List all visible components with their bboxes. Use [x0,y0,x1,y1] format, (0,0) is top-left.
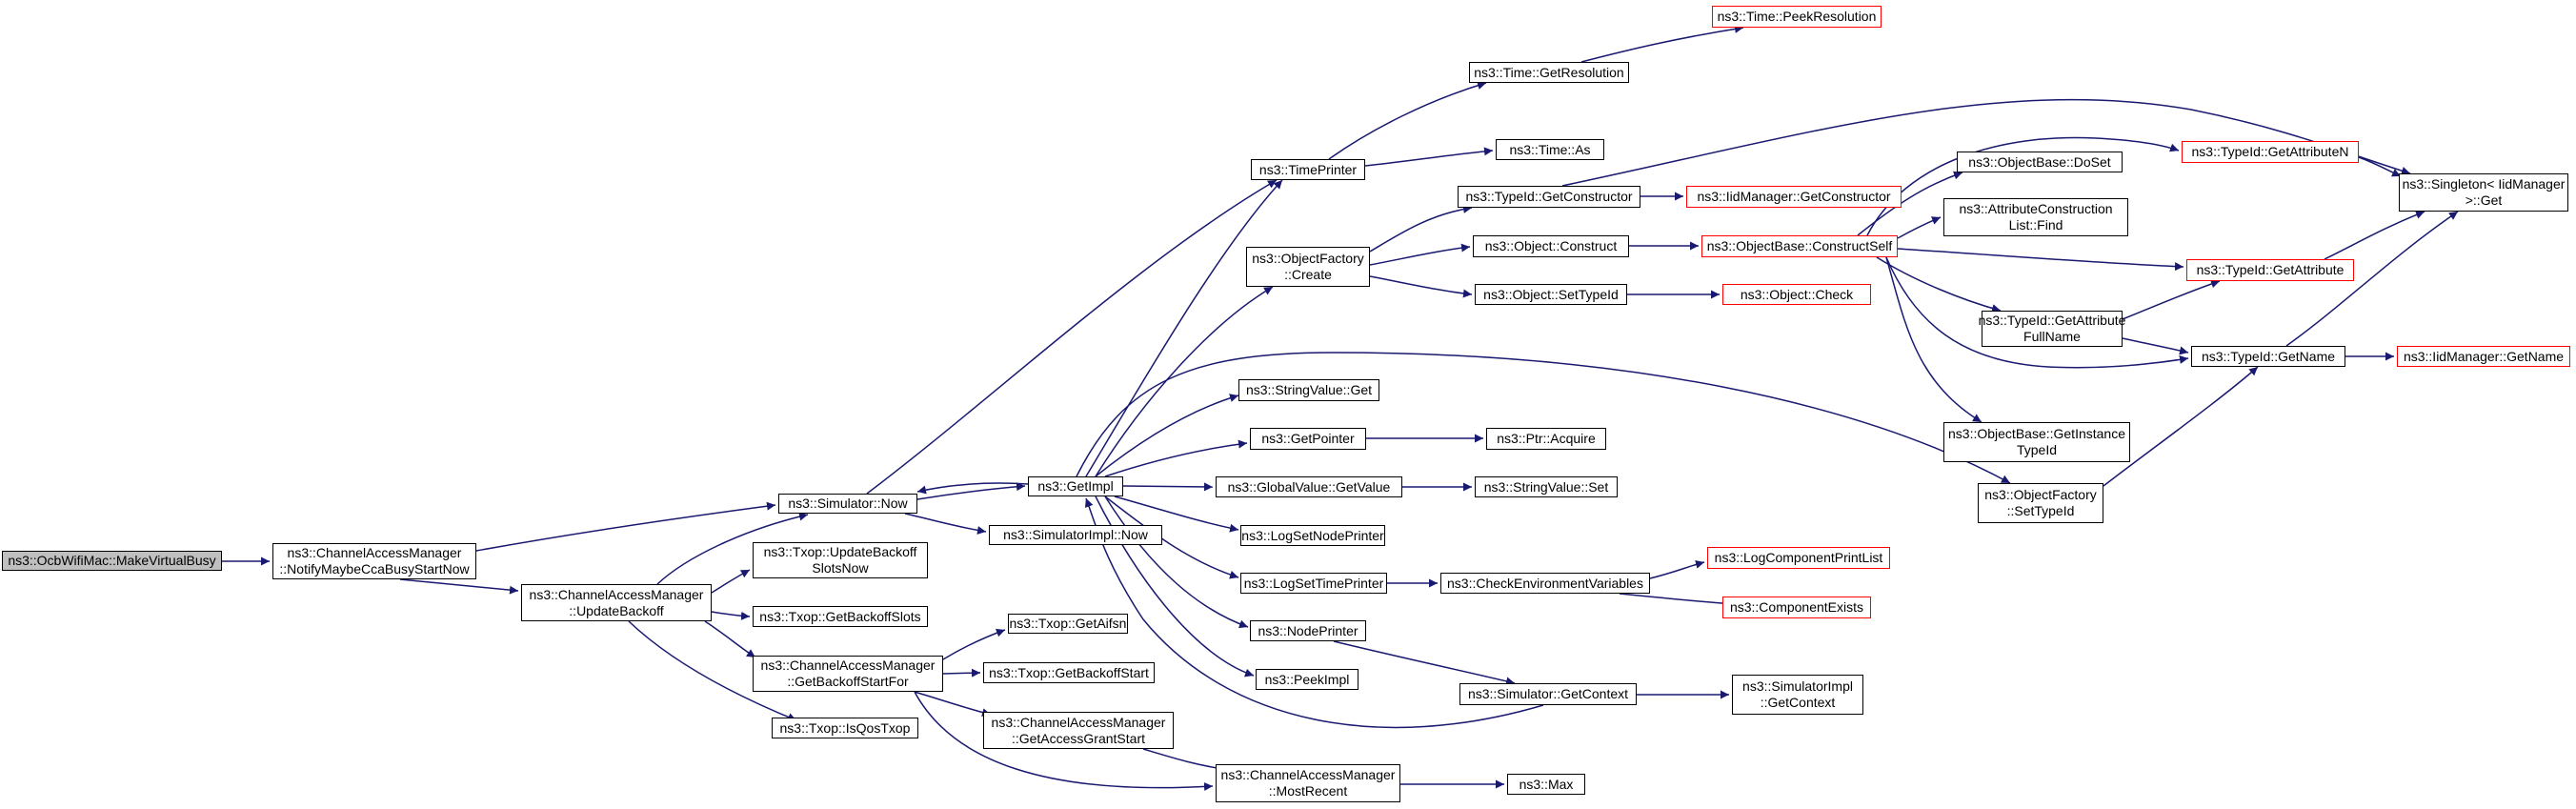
node-attribute-construction-list-find[interactable]: ns3::AttributeConstruction List::Find [1943,198,2128,236]
node-string-value-get[interactable]: ns3::StringValue::Get [1238,379,1379,401]
node-simulator-now[interactable]: ns3::Simulator::Now [778,494,917,514]
node-max[interactable]: ns3::Max [1507,774,1585,795]
edge-constructself-to-doset [1857,171,1963,236]
edge-getbackoffstartfor-to-getaccessgrant [914,691,992,718]
edge-checkenv-to-logcompprintlist [1649,559,1705,579]
node-typeid-get-constructor[interactable]: ns3::TypeId::GetConstructor [1458,186,1640,208]
edge-simnow-to-getimpl [916,482,1026,500]
edge-getimpl-to-nodeprinter [1104,496,1249,629]
edge-notify-to-updatebackoff [399,578,519,595]
node-txop-get-backoff-slots[interactable]: ns3::Txop::GetBackoffSlots [753,606,928,627]
node-time-printer[interactable]: ns3::TimePrinter [1251,159,1365,180]
edge-getattrfullname-to-getattr [2122,279,2221,320]
edge-notify-to-simnow [475,501,776,552]
node-time-peek-resolution[interactable]: ns3::Time::PeekResolution [1712,6,1882,28]
node-object-construct[interactable]: ns3::Object::Construct [1473,235,1629,257]
node-singleton-iidmanager-get[interactable]: ns3::Singleton< IidManager >::Get [2399,173,2568,212]
node-txop-is-qos-txop[interactable]: ns3::Txop::IsQosTxop [772,718,918,738]
node-simulator-get-context[interactable]: ns3::Simulator::GetContext [1459,683,1637,705]
node-make-virtual-busy: ns3::OcbWifiMac::MakeVirtualBusy [2,551,222,571]
edge-getimpl-to-logsetnodeprinter [1114,496,1239,533]
edge-objfactorycreate-to-objconstruct [1369,243,1471,266]
node-objectbase-doset[interactable]: ns3::ObjectBase::DoSet [1957,152,2123,172]
edge-getimpl-to-factorysettypeid [1076,352,2011,484]
node-txop-get-backoff-start[interactable]: ns3::Txop::GetBackoffStart [983,662,1155,683]
node-log-set-time-printer[interactable]: ns3::LogSetTimePrinter [1240,573,1387,594]
node-notify-maybe-cca-busy[interactable]: ns3::ChannelAccessManager ::NotifyMaybeC… [272,543,476,579]
node-simulator-impl-get-context[interactable]: ns3::SimulatorImpl ::GetContext [1732,675,1863,715]
node-object-factory-create[interactable]: ns3::ObjectFactory ::Create [1246,247,1370,287]
edge-getattr-to-singletonget [2324,211,2425,260]
edge-getimpl-to-logsettimeprinter [1104,496,1239,579]
edge-simnow-to-simimplnow [904,513,987,535]
edge-getimpl-to-globalvalueget [1122,482,1214,492]
edge-objfactorycreate-to-getconstructor [1369,204,1473,253]
node-iidmanager-get-name[interactable]: ns3::IidManager::GetName [2397,346,2570,367]
edge-timeprinter-to-timeas [1364,147,1494,167]
node-get-pointer[interactable]: ns3::GetPointer [1250,428,1366,450]
edge-getbackoffstartfor-to-mostrecent [914,691,1214,792]
edge-constructself-to-getattr [1897,248,2184,272]
node-time-get-resolution[interactable]: ns3::Time::GetResolution [1469,62,1629,83]
edge-constructself-to-getattrn [1866,136,2180,236]
edge-getbackoffstartfor-to-getaifsn [942,628,1006,660]
node-typeid-get-attribute-n[interactable]: ns3::TypeId::GetAttributeN [2182,141,2359,163]
node-iidmanager-get-constructor[interactable]: ns3::IidManager::GetConstructor [1686,186,1902,208]
node-check-environment-variables[interactable]: ns3::CheckEnvironmentVariables [1440,573,1650,594]
edge-constructself-to-attrfind [1897,216,1942,239]
edge-checkenv-to-componentexists [1619,593,1735,608]
edge-updatebackoff-to-getbackoffstartfor [704,620,756,658]
edge-getresolution-to-peekresolution [1580,24,1744,63]
node-constructself[interactable]: ns3::ObjectBase::ConstructSelf [1701,235,1898,257]
edge-updatebackoff-to-simnow [656,512,809,585]
edge-getattrfullname-to-getname [2122,337,2189,355]
node-log-set-node-printer[interactable]: ns3::LogSetNodePrinter [1240,525,1385,546]
edge-getname-to-singletonget [2285,211,2459,347]
edge-updatebackoff-to-isqostxop [628,620,797,721]
node-typeid-get-name[interactable]: ns3::TypeId::GetName [2191,346,2345,367]
node-log-component-print-list[interactable]: ns3::LogComponentPrintList [1707,547,1890,569]
node-string-value-set[interactable]: ns3::StringValue::Set [1475,476,1618,497]
node-ptr-acquire[interactable]: ns3::Ptr::Acquire [1486,428,1606,450]
edge-getattrn-to-singletonget [2358,156,2402,177]
node-simulator-impl-now[interactable]: ns3::SimulatorImpl::Now [989,525,1162,545]
node-typeid-get-attribute-fullname[interactable]: ns3::TypeId::GetAttribute FullName [1979,311,2125,347]
node-txop-update-backoff-slots[interactable]: ns3::Txop::UpdateBackoff SlotsNow [753,542,928,578]
node-object-factory-set-typeid[interactable]: ns3::ObjectFactory ::SetTypeId [1978,483,2103,523]
edge-factorysettypeid-to-getname [2103,366,2259,487]
node-node-printer[interactable]: ns3::NodePrinter [1250,620,1366,641]
edge-constructself-to-getname [1885,256,2189,369]
edge-getimpl-to-simnow [916,482,1029,495]
edge-getbackoffstartfor-to-getbackoffstart [942,668,981,678]
edge-objfactorycreate-to-objsettypeid [1369,275,1473,298]
edge-updatebackoff-to-txopupdate [711,569,751,594]
node-typeid-get-attribute[interactable]: ns3::TypeId::GetAttribute [2186,259,2354,281]
edge-constructself-to-getinstancetypeid [1885,256,1982,423]
node-txop-get-aifsn[interactable]: ns3::Txop::GetAifsn [1008,614,1128,634]
edge-getimpl-to-timeprinter [1085,179,1283,477]
edge-getimpl-to-getpointer [1104,439,1248,477]
node-get-backoff-start-for[interactable]: ns3::ChannelAccessManager ::GetBackoffSt… [753,656,943,692]
node-object-set-typeid[interactable]: ns3::Object::SetTypeId [1475,284,1627,305]
call-edges [222,24,2459,792]
node-global-value-get-value[interactable]: ns3::GlobalValue::GetValue [1216,476,1402,497]
node-get-impl[interactable]: ns3::GetImpl [1028,476,1123,496]
node-object-check[interactable]: ns3::Object::Check [1722,284,1871,305]
edge-nodeprinter-to-simgetcontext [1333,640,1516,686]
node-objectbase-get-instance-typeid[interactable]: ns3::ObjectBase::GetInstance TypeId [1943,422,2130,462]
edge-timeprinter-to-getresolution [1328,81,1487,160]
node-peek-impl[interactable]: ns3::PeekImpl [1256,669,1358,690]
node-get-access-grant-start[interactable]: ns3::ChannelAccessManager ::GetAccessGra… [983,712,1174,749]
node-update-backoff[interactable]: ns3::ChannelAccessManager ::UpdateBackof… [521,584,712,621]
edge-getimpl-to-stringvalueget [1095,394,1239,477]
node-component-exists[interactable]: ns3::ComponentExists [1722,597,1871,618]
node-most-recent[interactable]: ns3::ChannelAccessManager ::MostRecent [1216,764,1400,802]
edge-getimpl-to-objfactorycreate [1095,286,1274,477]
edge-constructself-to-getattrfullname [1876,256,2002,313]
node-time-as[interactable]: ns3::Time::As [1496,139,1604,160]
edge-simnow-to-timeprinter [866,179,1278,495]
edge-getimpl-to-peekimpl [1095,496,1255,678]
edge-updatebackoff-to-txopgetslots [711,611,751,620]
